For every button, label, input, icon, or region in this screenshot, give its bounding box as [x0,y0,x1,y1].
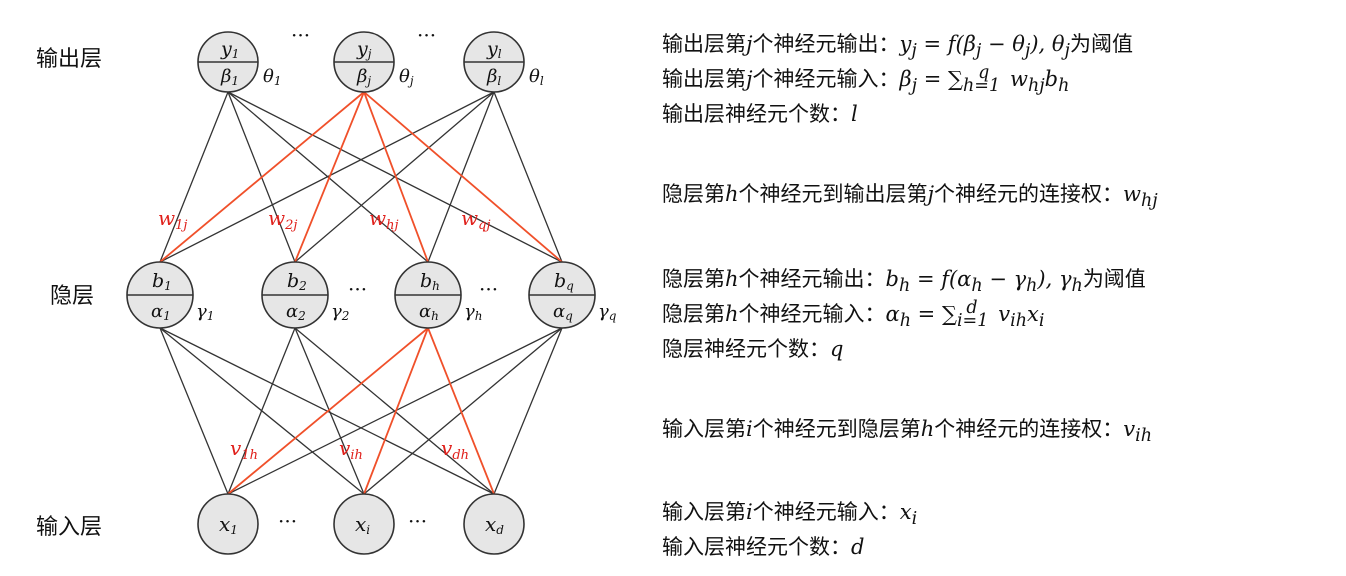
edge [294,327,365,495]
input-layer-label: 输入层 [36,515,102,540]
edge [159,91,365,263]
hidden-node: bq αq γq [528,261,617,329]
node-threshold: γ1 [196,301,214,323]
input-node: x1 [197,493,259,555]
edge [427,327,495,495]
node-threshold: θ1 [263,66,281,88]
output-node: yl βl θl [463,31,544,93]
edge [493,327,563,495]
edge [227,327,296,495]
node-bottom: α1 [151,301,171,323]
weight-label-w: wqj [461,206,490,233]
desc-input-to-hidden-weight: 输入层第i个神经元到隐层第h个神经元的连接权：vih [662,417,1152,447]
node-bottom: βj [356,66,371,88]
node-top: yl [486,38,502,61]
desc-input-neuron-input: 输入层第i个神经元输入：xi [662,500,918,530]
node-bottom: β1 [220,66,239,88]
node-circle [333,493,395,555]
ellipsis: ··· [291,23,310,47]
input-node: xd [463,493,525,555]
node-threshold: θl [529,66,544,88]
edges [159,91,563,495]
edge [159,327,229,495]
desc-output-neuron-count: 输出层神经元个数：l [662,102,858,126]
hidden-node: b1 α1 γ1 [126,261,214,329]
weight-label-v: vdh [441,436,469,463]
node-threshold: γ2 [331,301,349,323]
edge [427,91,495,263]
desc-output-neuron-output: 输出层第j个神经元输出：yj = f(βj − θj), θj为阈值 [662,32,1133,62]
node-bottom: α2 [286,301,306,323]
node-value: x1 [219,512,238,537]
ellipsis: ··· [278,509,297,533]
weight-label-v: v1h [230,436,258,463]
desc-input-neuron-count: 输入层神经元个数：d [662,535,865,559]
node-top: b1 [152,270,172,293]
edge [363,91,429,263]
edge [294,91,365,263]
output-node: yj βj θj [333,31,414,93]
edge [294,91,495,263]
ellipsis: ··· [479,277,498,301]
description-panel: 输出层第j个神经元输出：yj = f(βj − θj), θj为阈值 输出层第j… [662,0,1346,576]
node-top: b2 [287,270,307,293]
weight-label-w: w1j [158,206,187,233]
input-node: xi [333,493,395,555]
edge [227,327,563,495]
edge [159,91,229,263]
node-value: xi [355,512,370,537]
desc-output-neuron-input: 输出层第j个神经元输入：βj = ∑h=1q whjbh [662,63,1070,97]
node-bottom: αq [553,301,573,323]
desc-hidden-to-output-weight: 隐层第h个神经元到输出层第j个神经元的连接权：whj [662,182,1158,212]
weight-label-w: w2j [268,206,297,233]
node-top: bq [554,270,574,293]
node-top: y1 [220,38,239,61]
output-node: y1 β1 θ1 [197,31,281,93]
node-threshold: γq [598,301,617,323]
hidden-node: bh αh γh [394,261,483,329]
hidden-node: b2 α2 γ2 [261,261,349,329]
edge [363,327,429,495]
weight-label-v: vih [339,436,363,463]
hidden-layer-label: 隐层 [50,284,94,309]
desc-hidden-neuron-input: 隐层第h个神经元输入：αh = ∑i=1d vihxi [662,298,1045,332]
network-diagram: 输出层 隐层 输入层 y1 β1 θ1 yj βj θj yl βl θl b1… [36,23,617,555]
ellipsis: ··· [417,23,436,47]
node-bottom: βl [486,66,501,88]
node-threshold: θj [399,66,414,88]
ellipsis: ··· [348,277,367,301]
edge [493,91,563,263]
edge [227,327,429,495]
node-threshold: γh [464,301,483,323]
desc-hidden-neuron-output: 隐层第h个神经元输出：bh = f(αh − γh), γh为阈值 [662,267,1146,297]
edge [363,327,563,495]
edge [159,91,495,263]
ellipsis: ··· [408,509,427,533]
desc-hidden-neuron-count: 隐层神经元个数：q [662,337,844,361]
node-circle [197,493,259,555]
weight-label-w: whj [369,206,399,233]
node-top: bh [420,270,440,293]
node-value: xd [485,512,504,537]
node-top: yj [356,38,372,61]
node-circle [463,493,525,555]
node-bottom: αh [419,301,439,323]
output-layer-label: 输出层 [36,47,102,72]
edge [363,91,563,263]
